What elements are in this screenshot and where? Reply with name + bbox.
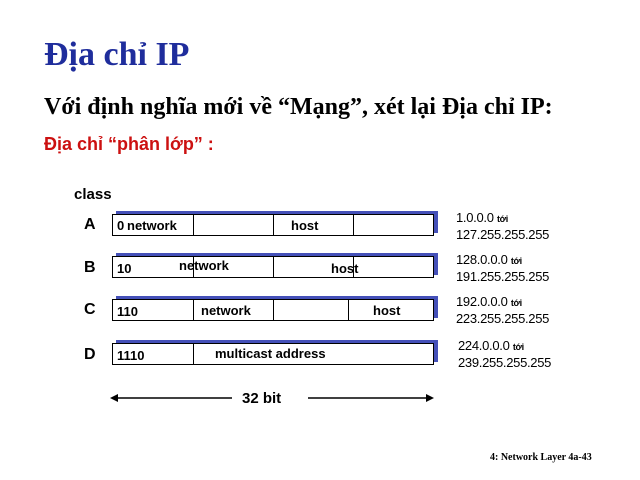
class-b-host-field: host xyxy=(331,261,359,276)
class-a-divider xyxy=(273,215,274,235)
bit-width-arrows xyxy=(110,394,434,402)
class-a-prefix: 0 xyxy=(117,218,125,233)
class-d-multicast-field: multicast address xyxy=(215,346,326,361)
class-a-network-field: network xyxy=(127,218,177,233)
class-b-range-end: 191.255.255.255 xyxy=(456,269,550,284)
class-d-label: D xyxy=(84,346,96,363)
class-b-divider xyxy=(353,257,354,277)
left-arrow-head-icon xyxy=(110,394,118,402)
class-a-range: 1.0.0.0 tới 127.255.255.255 xyxy=(456,210,549,243)
class-d-range: 224.0.0.0 tới 239.255.255.255 xyxy=(458,338,551,371)
class-b-range: 128.0.0.0 tới 191.255.255.255 xyxy=(456,252,549,285)
class-c-range-start: 192.0.0.0 xyxy=(456,294,508,309)
slide-title: Địa chỉ IP xyxy=(44,36,190,73)
class-d-divider xyxy=(193,344,194,364)
class-c-range-to: tới xyxy=(510,298,522,308)
class-c-network-field: network xyxy=(201,303,251,318)
class-c-divider xyxy=(193,300,194,320)
class-c-range: 192.0.0.0 tới 223.255.255.255 xyxy=(456,294,549,327)
class-a-range-start: 1.0.0.0 xyxy=(456,210,494,225)
section-heading: Địa chỉ “phân lớp” : xyxy=(44,134,214,154)
class-b-divider xyxy=(193,257,194,277)
class-a-divider xyxy=(353,215,354,235)
class-b-divider xyxy=(273,257,274,277)
class-column-header: class xyxy=(74,186,112,203)
bit-width-label: 32 bit xyxy=(242,390,282,407)
slide-footer: 4: Network Layer 4a-43 xyxy=(490,452,592,463)
class-c-label: C xyxy=(84,301,96,318)
class-c-divider xyxy=(273,300,274,320)
class-d-range-end: 239.255.255.255 xyxy=(458,355,552,370)
class-c-host-field: host xyxy=(373,303,401,318)
class-d-range-to: tới xyxy=(512,342,524,352)
class-a-range-end: 127.255.255.255 xyxy=(456,227,550,242)
class-b-bar: 10 network host xyxy=(112,256,434,278)
class-c-range-end: 223.255.255.255 xyxy=(456,311,550,326)
class-b-label: B xyxy=(84,259,96,276)
class-b-range-to: tới xyxy=(510,256,522,266)
class-c-divider xyxy=(348,300,349,320)
class-b-prefix: 10 xyxy=(117,261,132,276)
class-c-bar: 110 network host xyxy=(112,299,434,321)
class-c-prefix: 110 xyxy=(117,304,138,319)
slide-subtitle: Với định nghĩa mới về “Mạng”, xét lại Đị… xyxy=(44,94,553,120)
class-d-bar: 1110 multicast address xyxy=(112,343,434,365)
class-a-label: A xyxy=(84,216,96,233)
class-d-range-start: 224.0.0.0 xyxy=(458,338,510,353)
class-a-bar: 0 network host xyxy=(112,214,434,236)
class-d-prefix: 1110 xyxy=(117,348,145,363)
class-a-host-field: host xyxy=(291,218,319,233)
right-arrow-head-icon xyxy=(426,394,434,402)
class-a-divider xyxy=(193,215,194,235)
class-b-network-field: network xyxy=(179,258,229,273)
class-a-range-to: tới xyxy=(496,214,508,224)
class-b-range-start: 128.0.0.0 xyxy=(456,252,508,267)
